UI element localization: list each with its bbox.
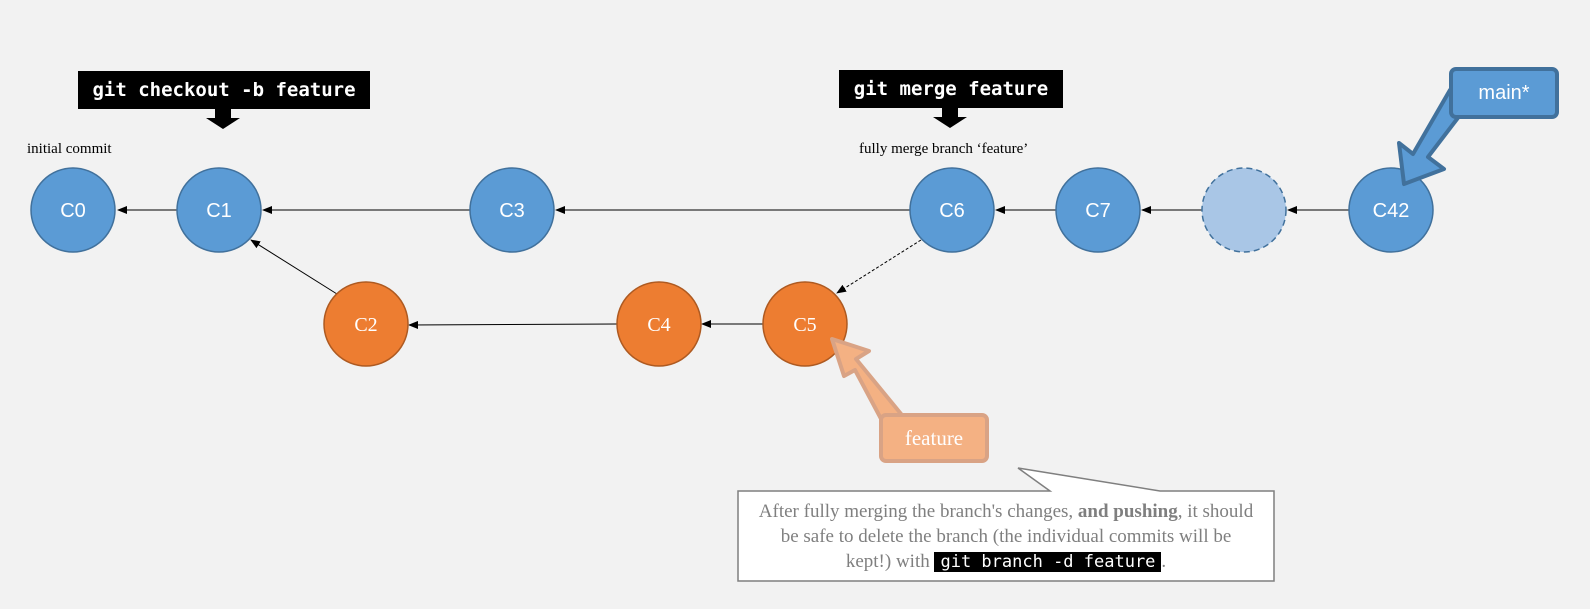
commit-placeholder-ghost: [1201, 167, 1287, 253]
callout-text: After fully merging the branch's changes…: [738, 491, 1274, 581]
callout-text-part3: .: [1161, 551, 1167, 572]
commit-c4-label: C4: [647, 314, 670, 336]
merge-command-box: git merge feature: [839, 70, 1063, 108]
commit-c0: C0: [30, 167, 116, 253]
commit-c6-label: C6: [939, 200, 965, 222]
checkout-command-box: git checkout -b feature: [78, 71, 370, 109]
initial-commit-caption: initial commit: [27, 141, 112, 157]
callout-text-part1: After fully merging the branch's changes…: [758, 501, 1078, 522]
commit-c1: C1: [176, 167, 262, 253]
commit-c7: C7: [1055, 167, 1141, 253]
commit-c1-label: C1: [206, 200, 232, 222]
commit-c5-label: C5: [793, 314, 816, 336]
callout-text-bold: and pushing: [1077, 501, 1178, 522]
merge-pointer-arrow: [933, 108, 967, 128]
callout-text-part2: , it should be safe to delete the branch…: [780, 501, 1254, 572]
commit-c2-label: C2: [354, 314, 377, 336]
edge-c4-c2: [408, 320, 618, 329]
merge-command-text: git merge feature: [853, 78, 1049, 100]
commit-c0-label: C0: [60, 200, 86, 222]
commit-c3: C3: [469, 167, 555, 253]
checkout-command-text: git checkout -b feature: [92, 79, 356, 101]
commit-c3-label: C3: [499, 200, 525, 222]
commit-c42-label: C42: [1373, 200, 1410, 222]
merge-caption: fully merge branch ‘feature’: [859, 141, 1029, 157]
feature-ref-label-box: feature: [879, 413, 989, 463]
commit-c7-label: C7: [1085, 200, 1111, 222]
commit-c42: C42: [1348, 167, 1434, 253]
commit-c6: C6: [909, 167, 995, 253]
edge-c6-c5-merge: [836, 239, 922, 294]
callout-inline-code: git branch -d feature: [934, 552, 1162, 572]
commit-c5: C5: [762, 281, 848, 367]
commit-c2: C2: [323, 281, 409, 367]
edge-c2-c1: [250, 239, 338, 295]
commit-c4: C4: [616, 281, 702, 367]
checkout-pointer-arrow: [206, 109, 240, 129]
main-ref-label: main*: [1478, 82, 1529, 104]
main-ref-label-box: main*: [1449, 67, 1559, 119]
feature-ref-label: feature: [905, 426, 963, 450]
